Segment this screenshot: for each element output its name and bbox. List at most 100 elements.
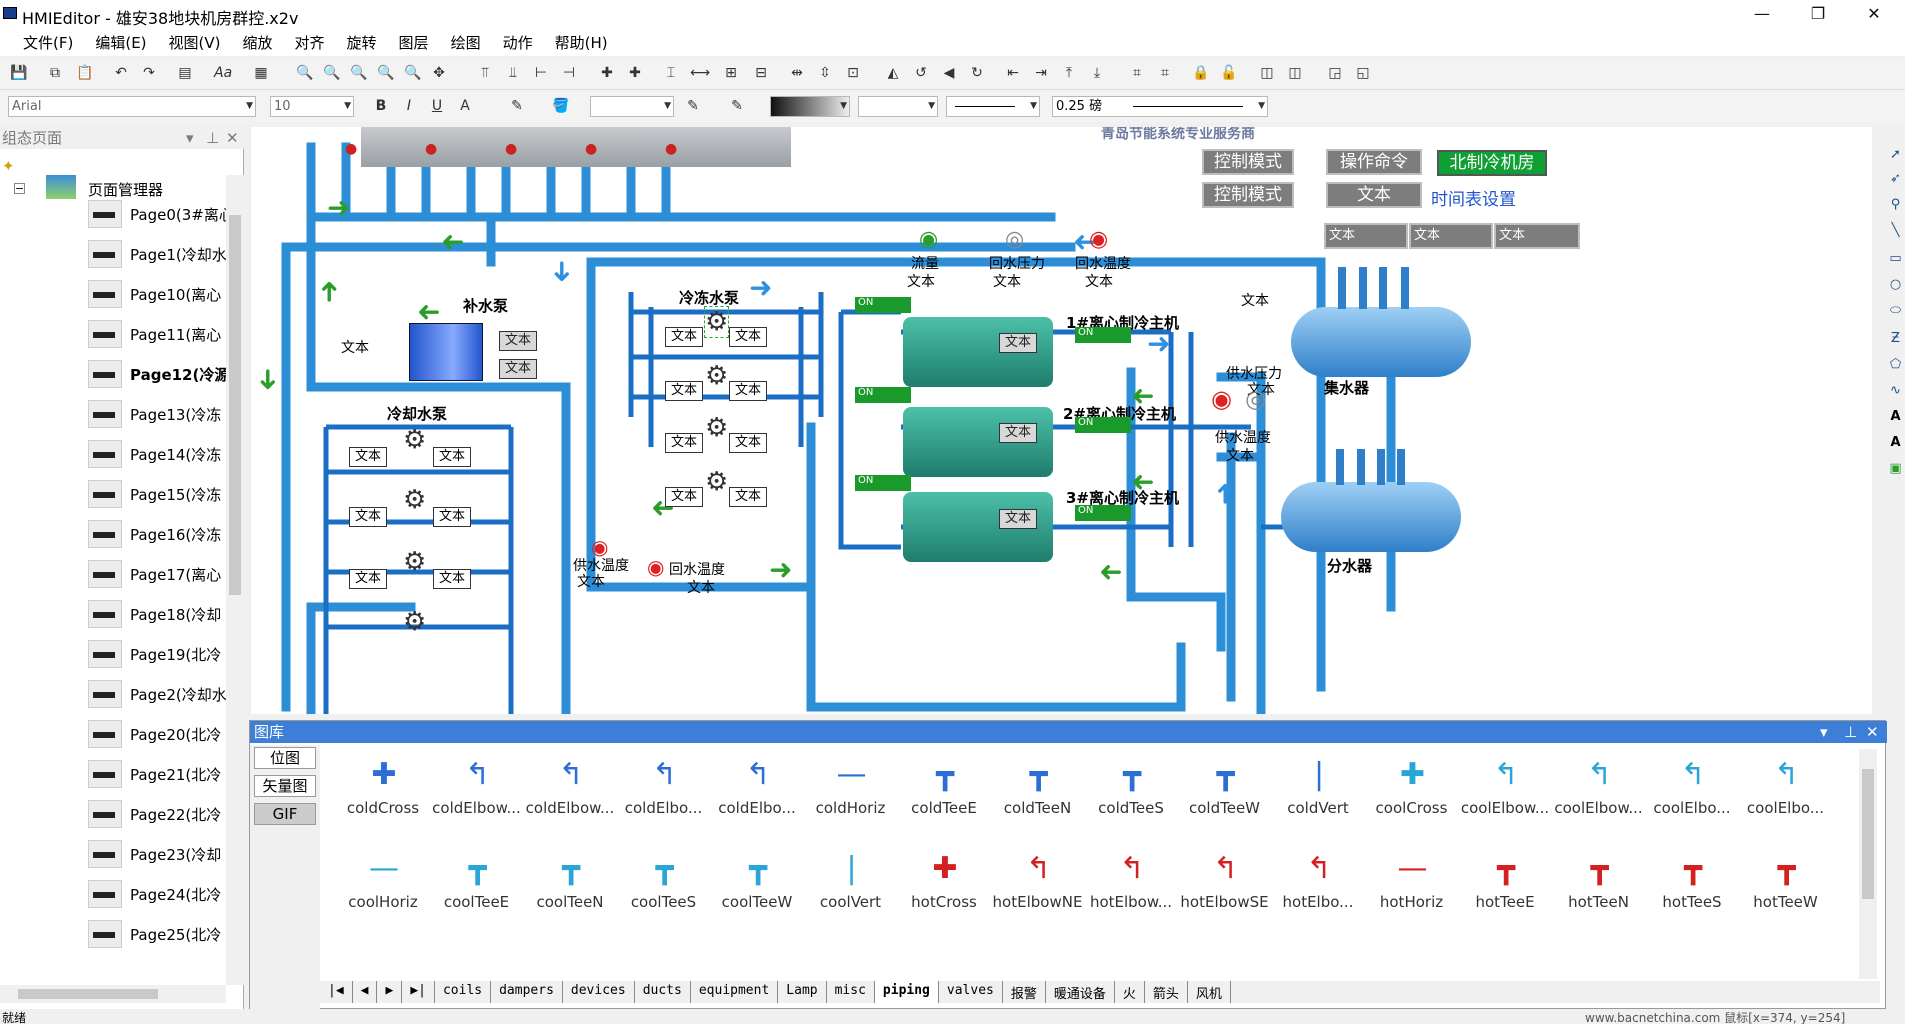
- tree-page-item[interactable]: Page11(离心: [88, 319, 221, 349]
- tree-page-item[interactable]: Page2(冷却水: [88, 679, 226, 709]
- menu-action[interactable]: 动作: [502, 34, 533, 52]
- rotate-right-icon[interactable]: ↻: [971, 65, 983, 81]
- tab-equipment[interactable]: equipment: [691, 981, 779, 1003]
- paste-icon[interactable]: 📋: [76, 65, 94, 81]
- gallery-item[interactable]: ┳coolTeeN: [523, 845, 617, 925]
- close-button[interactable]: ✕: [1846, 0, 1902, 30]
- bring-forward-icon[interactable]: ◲: [1328, 65, 1342, 81]
- ungroup-icon[interactable]: ⊟: [755, 65, 767, 81]
- pointer-icon[interactable]: ➚: [1890, 147, 1901, 162]
- new-page-icon[interactable]: ✦: [2, 157, 15, 175]
- collector-tank[interactable]: [1291, 307, 1471, 377]
- align-top-icon[interactable]: ⫪: [481, 65, 489, 81]
- collapse-icon[interactable]: −: [14, 182, 25, 195]
- tree-page-item[interactable]: Page13(冷冻: [88, 399, 221, 429]
- move-up-icon[interactable]: ⤒: [1065, 65, 1073, 81]
- group-icon[interactable]: ⊞: [725, 65, 737, 81]
- control-mode-button-2[interactable]: 控制模式: [1202, 182, 1294, 208]
- gallery-item[interactable]: ↰coldElbow...: [430, 751, 524, 831]
- align-bottom-icon[interactable]: ⫫: [509, 65, 517, 81]
- tree-page-item[interactable]: Page1(冷却水: [88, 239, 226, 269]
- tree-page-item[interactable]: Page21(北冷: [88, 759, 221, 789]
- pin-icon[interactable]: ⊥: [1844, 723, 1858, 741]
- underline-icon[interactable]: U: [431, 98, 443, 114]
- tree-page-item[interactable]: Page17(离心: [88, 559, 221, 589]
- menu-align[interactable]: 对齐: [294, 34, 325, 52]
- text-icon[interactable]: A: [1890, 409, 1901, 424]
- fit-icon[interactable]: ⊡: [847, 65, 859, 81]
- zoom-out-icon[interactable]: 🔍: [350, 65, 368, 81]
- zoom-100-icon[interactable]: 🔍: [404, 65, 422, 81]
- tree-hscrollbar[interactable]: [0, 985, 226, 1003]
- unlock-icon[interactable]: 🔓: [1220, 65, 1238, 81]
- line-icon[interactable]: ╲: [1891, 223, 1900, 238]
- gallery-item[interactable]: |coldVert: [1271, 751, 1365, 831]
- font-size-combo[interactable]: 10▼: [270, 96, 354, 117]
- gallery-item[interactable]: ┳coldTeeN: [991, 751, 1085, 831]
- gallery-item[interactable]: ┳coldTeeS: [1084, 751, 1178, 831]
- tree-page-item[interactable]: Page0(3#离心: [88, 199, 226, 229]
- tree-page-item[interactable]: Page15(冷冻: [88, 479, 221, 509]
- move-right-icon[interactable]: ⇥: [1035, 65, 1047, 81]
- tab-valves[interactable]: valves: [939, 981, 1003, 1003]
- bold-icon[interactable]: B: [375, 98, 387, 114]
- font-style-icon[interactable]: Aa: [214, 65, 233, 81]
- point-icon[interactable]: ⚲: [1890, 197, 1901, 212]
- menu-file[interactable]: 文件(F): [23, 34, 74, 52]
- tab-gif[interactable]: GIF: [254, 803, 316, 825]
- tab-nav-prev[interactable]: ◀: [353, 981, 378, 1003]
- grid-icon[interactable]: ⌗: [1161, 65, 1169, 81]
- select-icon[interactable]: ➶: [1890, 171, 1901, 186]
- gallery-item[interactable]: ┳coolTeeE: [430, 845, 524, 925]
- flip-v-icon[interactable]: ◀: [943, 65, 955, 81]
- control-mode-button-1[interactable]: 控制模式: [1202, 149, 1294, 175]
- circle-icon[interactable]: ○: [1889, 277, 1902, 292]
- tree-page-item[interactable]: Page14(冷冻: [88, 439, 221, 469]
- menu-view[interactable]: 视图(V): [168, 34, 221, 52]
- on-switch-2[interactable]: ON: [855, 387, 911, 403]
- send-backward-icon[interactable]: ◱: [1356, 65, 1370, 81]
- line-style-combo[interactable]: ▼: [858, 96, 938, 117]
- canvas-scrollbar[interactable]: [1872, 127, 1886, 714]
- on-switch-3[interactable]: ON: [855, 475, 911, 491]
- hscroll-thumb[interactable]: [18, 989, 158, 999]
- tab-arrow[interactable]: 箭头: [1145, 981, 1188, 1003]
- tree-page-item[interactable]: Page19(北冷: [88, 639, 221, 669]
- tab-bitmap[interactable]: 位图: [254, 747, 316, 769]
- move-down-icon[interactable]: ⤓: [1093, 65, 1101, 81]
- tree-page-item[interactable]: Page18(冷却: [88, 599, 221, 629]
- text-button[interactable]: 文本: [1326, 182, 1422, 208]
- tab-vector[interactable]: 矢量图: [254, 775, 316, 797]
- gallery-item[interactable]: ↰hotElbowSE: [1178, 845, 1272, 925]
- hmi-canvas[interactable]: 青岛节能系统专业服务商 控制模式 操作命令 北制冷机房 控制模式 文本 时间表设…: [251, 127, 1886, 714]
- rotate-left-icon[interactable]: ↺: [915, 65, 927, 81]
- redo-icon[interactable]: ↷: [143, 65, 155, 81]
- save-icon[interactable]: 💾: [10, 65, 28, 81]
- gallery-item[interactable]: ┳hotTeeW: [1739, 845, 1833, 925]
- gallery-item[interactable]: —hotHoriz: [1365, 845, 1459, 925]
- chevron-down-icon[interactable]: ▾: [1820, 723, 1828, 741]
- distributor-tank[interactable]: [1281, 482, 1461, 552]
- on-switch-6[interactable]: ON: [1075, 505, 1131, 521]
- menu-rotate[interactable]: 旋转: [346, 34, 377, 52]
- gallery-item[interactable]: ✚hotCross: [897, 845, 991, 925]
- close-icon[interactable]: ✕: [1866, 723, 1879, 741]
- makeup-pump-unit[interactable]: [409, 323, 483, 381]
- tree-page-item[interactable]: Page24(北冷: [88, 879, 221, 909]
- tab-coils[interactable]: coils: [435, 981, 492, 1003]
- pump-icon-selected[interactable]: ⚙: [703, 306, 730, 338]
- gallery-item[interactable]: ↰coldElbow...: [523, 751, 617, 831]
- gallery-item[interactable]: —coldHoriz: [804, 751, 898, 831]
- pattern-combo[interactable]: ▼: [590, 96, 674, 117]
- tab-alarm[interactable]: 报警: [1003, 981, 1046, 1003]
- tab-misc[interactable]: misc: [827, 981, 875, 1003]
- same-height-icon[interactable]: ⌶: [666, 65, 676, 81]
- tree-root[interactable]: 页面管理器: [88, 181, 164, 199]
- gallery-item[interactable]: ↰hotElbo...: [1271, 845, 1365, 925]
- menu-layer[interactable]: 图层: [398, 34, 429, 52]
- font-combo[interactable]: Arial▼: [8, 96, 256, 117]
- lock-icon[interactable]: 🔒: [1192, 65, 1210, 81]
- pan-icon[interactable]: ✥: [433, 65, 445, 81]
- gallery-item[interactable]: ┳coldTeeE: [897, 751, 991, 831]
- italic-icon[interactable]: I: [406, 98, 412, 114]
